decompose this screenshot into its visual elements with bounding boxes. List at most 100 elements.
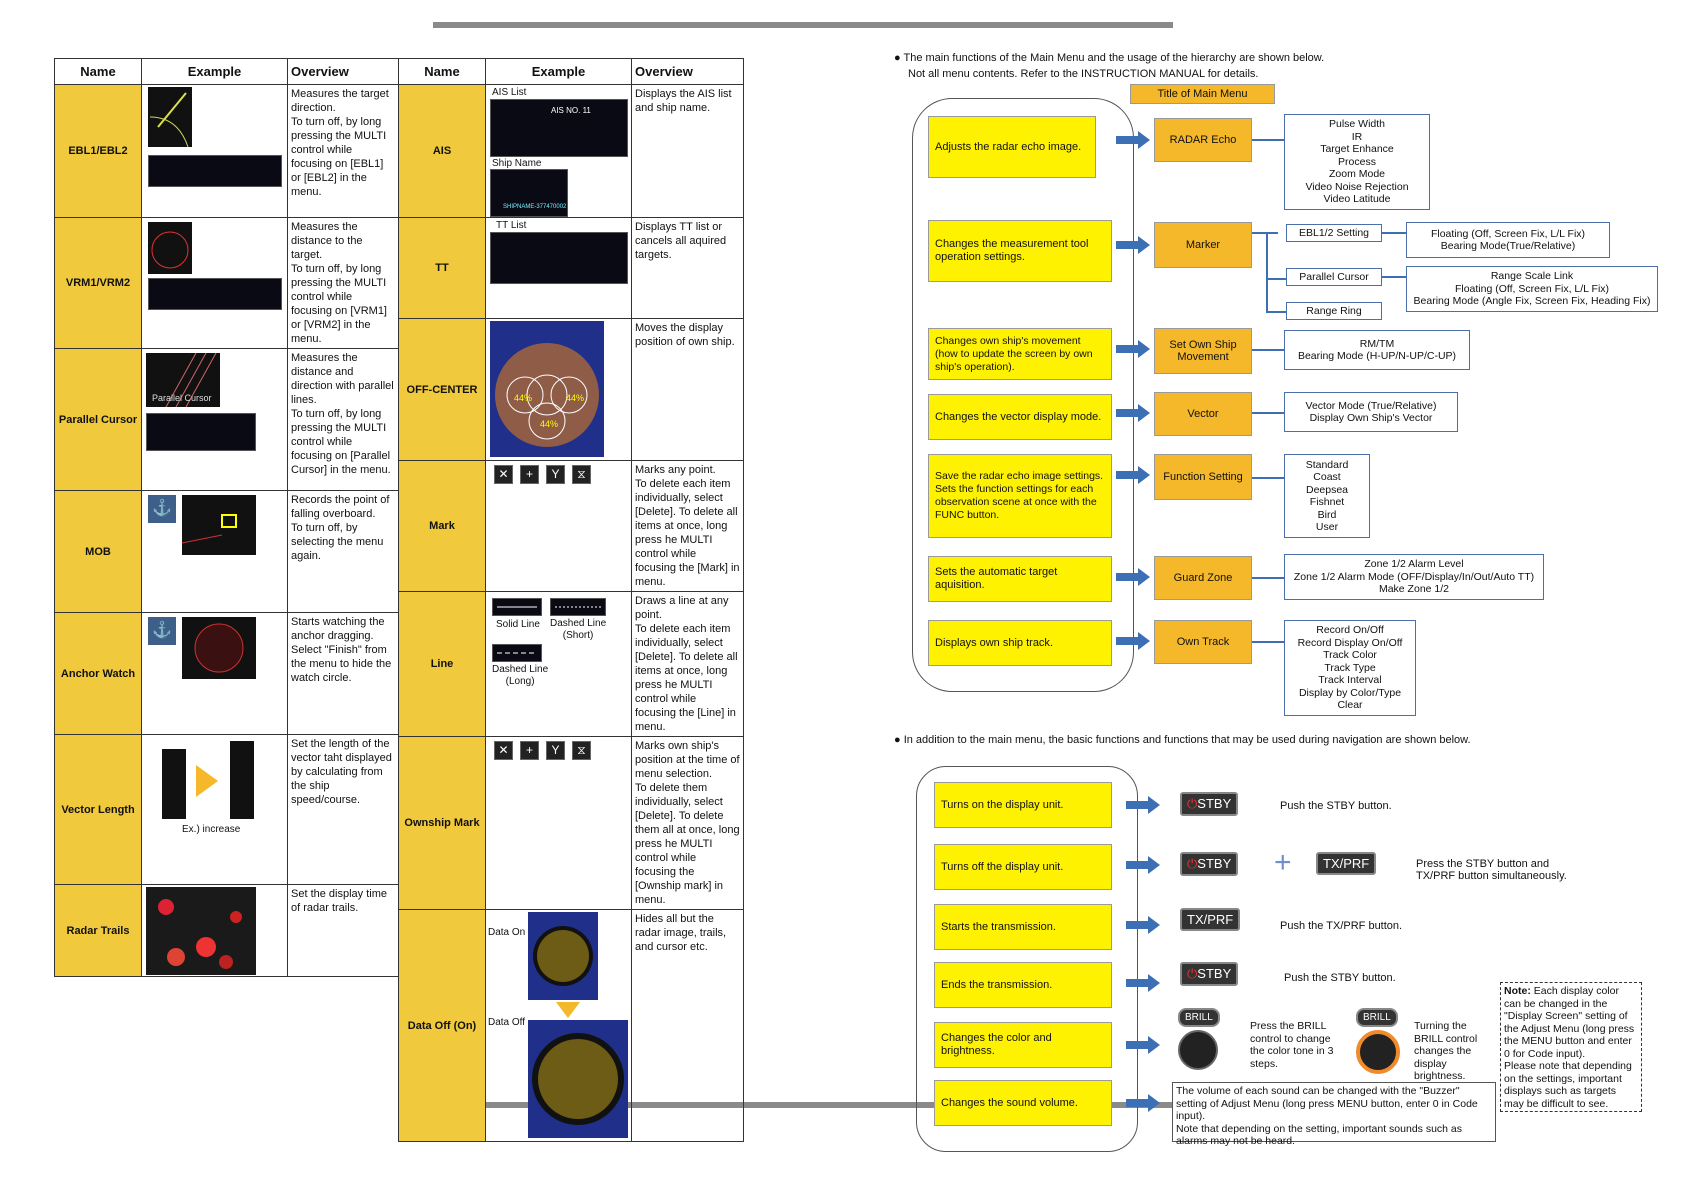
arrow-icon bbox=[1126, 796, 1160, 814]
dashed-short-label: Dashed Line (Short) bbox=[550, 618, 607, 641]
stby-label: STBY bbox=[1197, 966, 1232, 981]
marker-parallel: Parallel Cursor bbox=[1286, 268, 1382, 286]
row-name: TT bbox=[398, 217, 486, 319]
item: Range Scale Link bbox=[1490, 270, 1574, 283]
desc-color: Changes the color and brightness. bbox=[934, 1022, 1112, 1068]
brill-button[interactable]: BRILL bbox=[1356, 1008, 1398, 1027]
dashed-short-icon bbox=[550, 598, 606, 616]
desc-own-track: Displays own ship track. bbox=[928, 620, 1112, 666]
example-data-off: Data On Data Off bbox=[485, 909, 632, 1142]
row-name: Parallel Cursor bbox=[54, 348, 142, 491]
arrow-icon bbox=[1126, 1036, 1160, 1054]
item: Deepsea bbox=[1305, 483, 1349, 496]
item: Coast bbox=[1313, 471, 1341, 483]
desc-turn-on: Turns on the display unit. bbox=[934, 782, 1112, 828]
menu-marker: Marker bbox=[1154, 222, 1252, 268]
brill-knob[interactable] bbox=[1178, 1030, 1218, 1070]
function-setting-items: Standard Coast Deepsea Fishnet Bird User bbox=[1284, 454, 1370, 538]
ownship-plus-icon: + bbox=[520, 741, 539, 760]
stby-label: STBY bbox=[1197, 856, 1232, 871]
example-ownship-mark: ✕ + Y ⧖ bbox=[485, 736, 632, 910]
txprf-label: TX/PRF bbox=[1323, 856, 1370, 871]
item: Track Color bbox=[1323, 649, 1377, 662]
tt-list-screen bbox=[490, 232, 628, 284]
mark-hourglass-icon: ⧖ bbox=[572, 465, 591, 484]
own-ship-items: RM/TM Bearing Mode (H-UP/N-UP/C-UP) bbox=[1284, 330, 1470, 370]
row-overview: Records the point of falling overboard. … bbox=[287, 490, 399, 613]
desc-marker: Changes the measurement tool operation s… bbox=[928, 220, 1112, 282]
off-center-screen: 44% 44% 44% bbox=[490, 321, 604, 457]
col-header-overview: Overview bbox=[631, 58, 744, 85]
data-off-screen bbox=[528, 1020, 628, 1138]
plus-icon: + bbox=[1274, 846, 1292, 879]
txprf-button[interactable]: TX/PRF bbox=[1316, 852, 1377, 875]
row-overview: Starts watching the anchor dragging. Sel… bbox=[287, 612, 399, 735]
item: Bird bbox=[1317, 508, 1337, 521]
brill-button[interactable]: BRILL bbox=[1178, 1008, 1220, 1027]
row-overview: Displays the AIS list and ship name. bbox=[631, 84, 744, 218]
data-on-label: Data On bbox=[488, 927, 526, 938]
mark-y-icon: Y bbox=[546, 465, 565, 484]
example-anchor-watch: ⚓ bbox=[141, 612, 288, 735]
menu-own-ship-movement: Set Own Ship Movement bbox=[1154, 328, 1252, 374]
row-overview: Set the display time of radar trails. bbox=[287, 884, 399, 977]
row-name: Line bbox=[398, 591, 486, 737]
menu-radar-echo: RADAR Echo bbox=[1154, 118, 1252, 162]
example-vector-length: Ex.) increase bbox=[141, 734, 288, 885]
example-ais: AIS List AIS NO. 11 Ship Name SHIPNAME-3… bbox=[485, 84, 632, 218]
txprf-button[interactable]: TX/PRF bbox=[1180, 908, 1241, 931]
vector-screen-before bbox=[162, 749, 186, 819]
data-off-label: Data Off bbox=[488, 1017, 526, 1028]
connector bbox=[1252, 641, 1284, 643]
radar-echo-items: Pulse Width IR Target Enhance Process Zo… bbox=[1284, 114, 1430, 210]
item: Track Interval bbox=[1318, 674, 1382, 687]
arrow-icon bbox=[1126, 916, 1160, 934]
connector bbox=[1266, 311, 1286, 313]
item: Zone 1/2 Alarm Level bbox=[1364, 558, 1464, 571]
offcenter-pct-b: 44% bbox=[566, 393, 585, 403]
example-vrm bbox=[141, 217, 288, 349]
menu-guard-zone: Guard Zone bbox=[1154, 556, 1252, 600]
anchor-icon: ⚓ bbox=[148, 617, 176, 645]
connector bbox=[1252, 232, 1278, 234]
note-text: Each display color can be changed in the… bbox=[1504, 985, 1635, 1110]
stby-button[interactable]: ⏻STBY bbox=[1180, 852, 1239, 876]
basic-intro: ● In addition to the main menu, the basi… bbox=[894, 734, 1471, 746]
row-overview: Measures the target direction. To turn o… bbox=[287, 84, 399, 218]
own-track-items: Record On/Off Record Display On/Off Trac… bbox=[1284, 620, 1416, 716]
ownship-hourglass-icon: ⧖ bbox=[572, 741, 591, 760]
solid-line-label: Solid Line bbox=[496, 619, 540, 630]
marker-range-ring: Range Ring bbox=[1286, 302, 1382, 320]
reference-table-right: Name Example Overview AIS AIS List AIS N… bbox=[398, 58, 744, 1142]
arrow-icon bbox=[1116, 340, 1150, 358]
brill-knob-rotate[interactable] bbox=[1356, 1030, 1400, 1074]
item: Pulse Width bbox=[1328, 118, 1386, 131]
reference-table-left: Name Example Overview EBL1/EBL2 Measures… bbox=[54, 58, 399, 977]
example-line: Solid Line Dashed Line (Short) Dashed Li… bbox=[485, 591, 632, 737]
offcenter-pct-c: 44% bbox=[540, 419, 559, 429]
arrow-icon bbox=[1116, 131, 1150, 149]
volume-note: The volume of each sound can be changed … bbox=[1172, 1082, 1496, 1147]
row-name: EBL1/EBL2 bbox=[54, 84, 142, 218]
col-header-example: Example bbox=[141, 58, 288, 85]
arrow-icon bbox=[1126, 856, 1160, 874]
desc-guard-zone: Sets the automatic target aquisition. bbox=[928, 556, 1112, 602]
dashed-long-label: Dashed Line (Long) bbox=[492, 664, 549, 687]
example-mark: ✕ + Y ⧖ bbox=[485, 460, 632, 592]
vector-items: Vector Mode (True/Relative) Display Own … bbox=[1284, 392, 1458, 432]
row-overview: Marks own ship's position at the time of… bbox=[631, 736, 744, 910]
brill-text-1: Press the BRILL control to change the co… bbox=[1250, 1020, 1334, 1070]
top-bar bbox=[433, 22, 1173, 28]
stby-button[interactable]: ⏻STBY bbox=[1180, 792, 1239, 816]
power-icon: ⏻ bbox=[1187, 856, 1198, 871]
shipname-label: SHIPNAME-377470002 bbox=[503, 204, 567, 210]
item: Record Display On/Off bbox=[1297, 636, 1403, 649]
trails-screen bbox=[146, 887, 256, 975]
connector bbox=[1266, 278, 1286, 280]
col-header-name: Name bbox=[398, 58, 486, 85]
connector bbox=[1252, 477, 1284, 479]
desc-turn-off: Turns off the display unit. bbox=[934, 844, 1112, 890]
down-arrow-icon bbox=[556, 1002, 580, 1018]
stby-button[interactable]: ⏻STBY bbox=[1180, 962, 1239, 986]
item: Record On/Off bbox=[1316, 624, 1384, 637]
